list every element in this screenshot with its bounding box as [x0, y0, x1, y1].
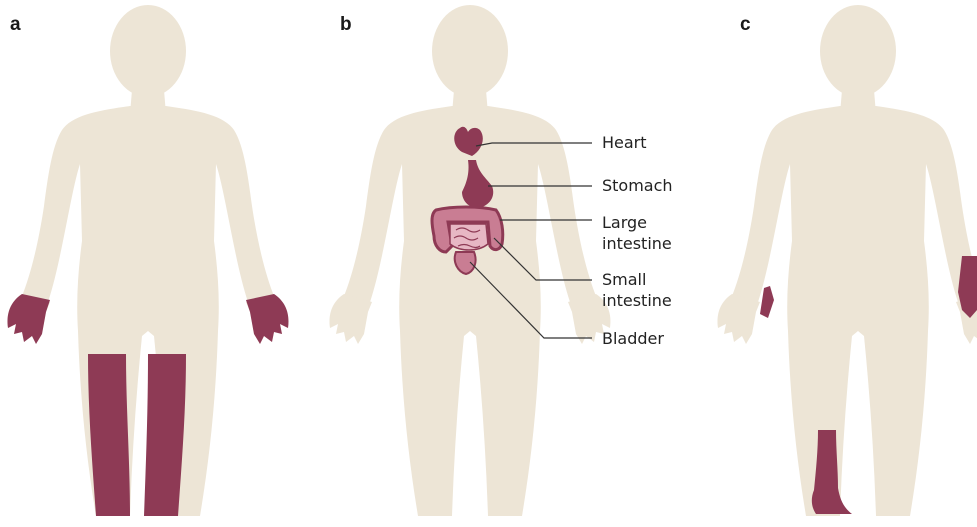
- affected-right-hand: [246, 294, 288, 344]
- label-small-intestine: intestine: [602, 291, 672, 310]
- affected-left-leg: [88, 354, 130, 516]
- label-large: Large: [602, 213, 647, 232]
- figure-c: [718, 5, 977, 516]
- label-large-intestine: intestine: [602, 234, 672, 253]
- label-heart: Heart: [602, 133, 647, 152]
- figure-b: Heart Stomach Large intestine Small inte…: [330, 5, 673, 516]
- affected-left-hand: [8, 294, 50, 344]
- affected-left-lower-leg: [812, 430, 852, 514]
- figure-a: [8, 5, 289, 516]
- label-stomach: Stomach: [602, 176, 673, 195]
- label-small: Small: [602, 270, 646, 289]
- label-bladder: Bladder: [602, 329, 664, 348]
- affected-left-fingers: [760, 286, 774, 318]
- affected-right-leg: [144, 354, 186, 516]
